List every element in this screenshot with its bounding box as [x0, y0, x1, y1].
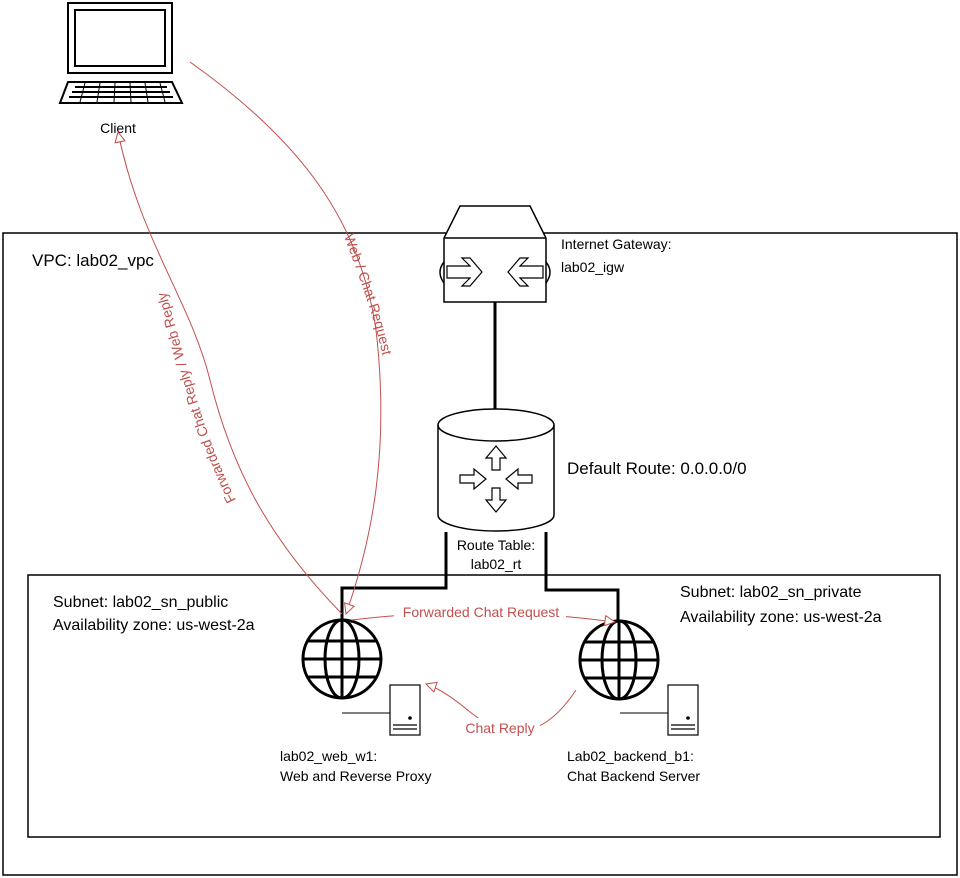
- igw-label: Internet Gateway:: [561, 236, 672, 252]
- forwarded-request-label-bg: [394, 602, 566, 620]
- backend-server-desc: Chat Backend Server: [567, 768, 700, 784]
- igw-name: lab02_igw: [561, 259, 625, 275]
- globe-icon: [301, 618, 383, 700]
- forwarded-request-label: Forwarded Chat Request: [403, 604, 560, 620]
- backend-server-label: Lab02_backend_b1:: [567, 748, 694, 764]
- route-table-name: lab02_rt: [471, 556, 522, 572]
- web-server-label: lab02_web_w1:: [280, 748, 377, 764]
- chat-reply-label-bg: [460, 718, 540, 738]
- desktop-computer-icon: [58, 2, 184, 104]
- web-chat-request-flow: [189, 61, 382, 615]
- forwarded-reply-label: Forwarded Chat Reply / Web Reply: [153, 291, 238, 506]
- web-chat-request-label: Web / Chat Request: [341, 232, 395, 357]
- router-public-link: [340, 532, 448, 620]
- route-table-label: Route Table:: [457, 537, 535, 553]
- router-private-link: [544, 532, 620, 622]
- forwarded-reply-flow: [117, 131, 343, 615]
- subnet-private-label: Subnet: lab02_sn_private: [680, 584, 862, 601]
- gateway-icon: [439, 205, 551, 303]
- router-icon: [437, 408, 555, 532]
- client-label: Client: [100, 120, 136, 136]
- subnet-public-label: Subnet: lab02_sn_public: [53, 594, 228, 611]
- globe-icon: [578, 619, 660, 701]
- vpc-label: VPC: lab02_vpc: [32, 251, 154, 270]
- chat-reply-label: Chat Reply: [465, 720, 534, 736]
- vpc-boundary: [2, 232, 958, 876]
- server-icon: [620, 684, 699, 736]
- subnet-public-az: Availability zone: us-west-2a: [53, 617, 255, 634]
- subnet-boundary: [27, 574, 941, 838]
- default-route-label: Default Route: 0.0.0.0/0: [567, 459, 747, 478]
- web-server-desc: Web and Reverse Proxy: [280, 768, 431, 784]
- subnet-private-az: Availability zone: us-west-2a: [680, 609, 882, 626]
- server-icon: [342, 684, 421, 736]
